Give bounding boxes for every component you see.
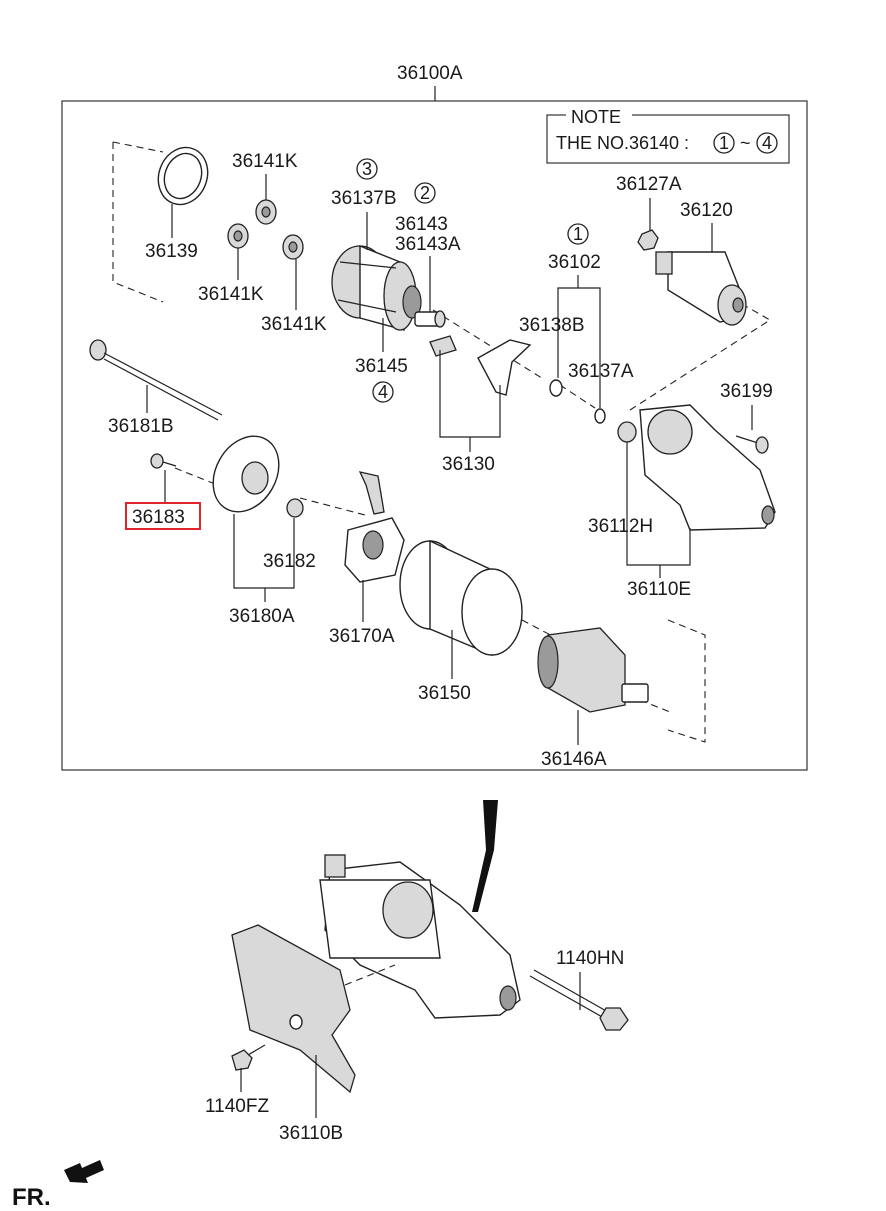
label-36139[interactable]: 36139 [145,241,198,262]
label-36182[interactable]: 36182 [263,551,316,572]
part-1140hn-bolt[interactable] [529,969,629,1031]
front-direction-label: FR. [12,1184,51,1211]
label-36112h[interactable]: 36112H [588,516,653,537]
note-title: NOTE [571,107,621,127]
label-36110b[interactable]: 36110B [279,1123,343,1144]
part-36141k-gear-top[interactable] [255,199,277,225]
circle-1-number: 1 [573,224,583,244]
note-box: NOTE THE NO.36140 : 1 ~ 4 [546,106,790,164]
label-36181b[interactable]: 36181B [108,416,174,437]
label-36141k-top[interactable]: 36141K [232,151,298,172]
part-36170a-brush-holder[interactable] [344,471,405,583]
label-36145[interactable]: 36145 [355,356,408,377]
part-36141k-gear-right[interactable] [282,234,304,260]
part-36199-bolt[interactable] [735,435,769,454]
part-36120-solenoid[interactable] [655,251,747,326]
circle-4 [372,381,394,403]
label-36180a[interactable]: 36180A [229,606,295,627]
part-36127a-nut[interactable] [637,229,659,251]
label-36120[interactable]: 36120 [680,200,733,221]
label-36146a[interactable]: 36146A [541,749,607,770]
label-36138b[interactable]: 36138B [519,315,585,336]
label-36143[interactable]: 36143 [395,214,448,235]
leader-36110e-bracket [626,442,691,566]
label-36137b[interactable]: 36137B [331,188,397,209]
circle-1 [567,223,589,245]
label-36102[interactable]: 36102 [548,252,601,273]
part-36110b-heat-shield[interactable] [231,924,356,1094]
part-36146a-armature[interactable] [537,627,649,713]
note-circle-start [713,132,735,154]
circle-3 [356,158,378,180]
note-text: THE NO.36140 : [556,133,689,153]
label-36137a[interactable]: 36137A [568,361,634,382]
label-36150[interactable]: 36150 [418,683,471,704]
label-36183[interactable]: 36183 [132,507,185,528]
part-36139-ring[interactable] [151,141,216,212]
part-36112h-bushing[interactable] [617,421,637,443]
part-36180a-rear-cover[interactable] [200,424,292,523]
label-36199[interactable]: 36199 [720,381,773,402]
pointer-arrow [472,800,498,912]
note-range-end: 4 [762,133,772,153]
front-direction-arrow [64,1160,104,1183]
assembly-label[interactable]: 36100A [397,63,463,84]
part-36130-lever[interactable] [429,335,532,396]
label-36143a[interactable]: 36143A [395,234,461,255]
part-36110e-front-housing[interactable] [639,404,776,531]
label-36141k-right[interactable]: 36141K [261,314,327,335]
circle-4-number: 4 [378,382,388,402]
note-circle-end [756,132,778,154]
part-36137a-ring[interactable] [594,408,606,424]
part-1140fz-bolt[interactable] [231,1044,266,1071]
part-36150-yoke[interactable] [399,539,523,657]
assembly-frame [61,100,808,771]
label-36130[interactable]: 36130 [442,454,495,475]
circle-3-number: 3 [362,159,372,179]
part-36183-screw[interactable] [150,453,177,469]
part-36143-shaft[interactable] [414,310,446,328]
part-36182-bushing[interactable] [286,498,304,518]
highlight-box-36183 [125,502,201,530]
circle-2 [414,182,436,204]
label-1140fz[interactable]: 1140FZ [205,1096,269,1117]
part-36137b-planetary-housing[interactable] [331,244,422,331]
part-36141k-gear-left[interactable] [227,223,249,249]
installed-starter-assembly[interactable] [319,800,521,1019]
label-36141k-left[interactable]: 36141K [198,284,264,305]
part-36181b-through-bolt[interactable] [89,339,223,421]
dashed-shield-line [344,964,396,986]
label-36110e[interactable]: 36110E [627,579,691,600]
part-36138b-washer[interactable] [549,379,563,397]
label-1140hn[interactable]: 1140HN [556,948,624,969]
leader-36180a-bracket [233,514,295,589]
circle-2-number: 2 [420,183,430,203]
label-36170a[interactable]: 36170A [329,626,395,647]
label-36127a[interactable]: 36127A [616,174,682,195]
note-tilde: ~ [740,133,751,153]
leader-36102-bracket [557,287,601,408]
note-range-start: 1 [719,133,729,153]
